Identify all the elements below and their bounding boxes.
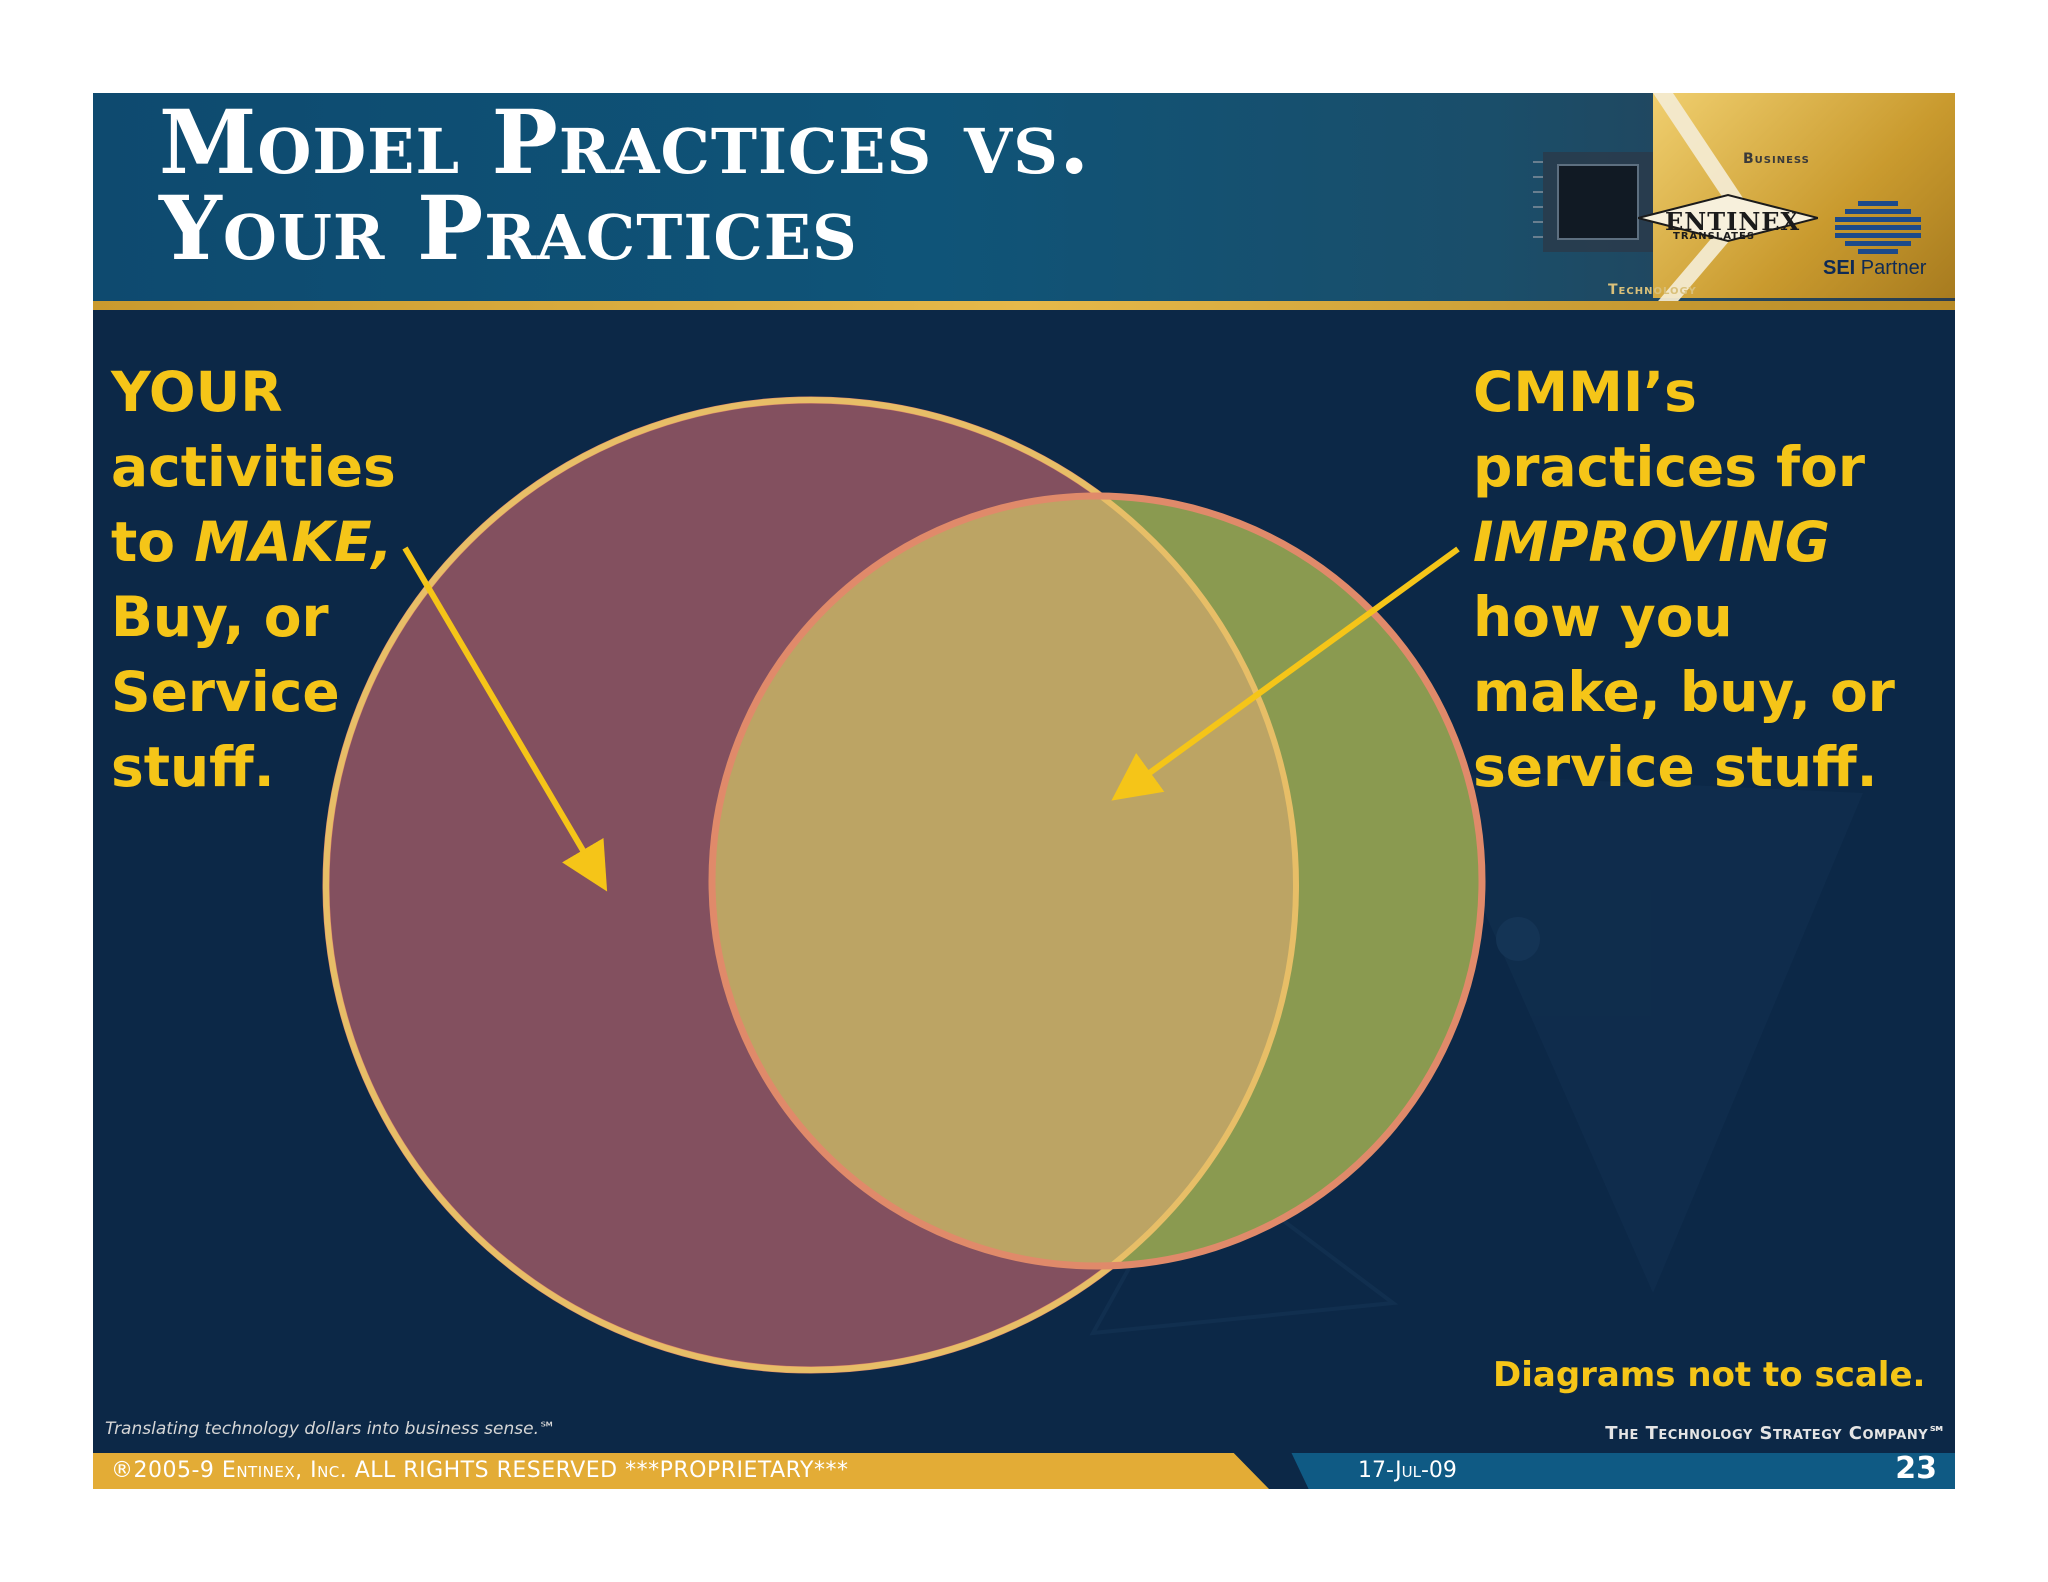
title-line-1: Model Practices vs.: [159, 93, 1091, 194]
footer-blue-band: [1291, 1453, 1955, 1489]
copyright-text: ®2005-9 Entinex, Inc. ALL RIGHTS RESERVE…: [111, 1458, 849, 1483]
left-arrow: [402, 546, 608, 892]
right-set-outline: [708, 492, 1486, 1270]
business-label: Business: [1743, 151, 1810, 167]
header-rule: [93, 301, 1955, 310]
company-tagline: The Technology Strategy Company℠: [1605, 1423, 1947, 1444]
your-activities-label: YOUR activities to MAKE, Buy, or Service…: [111, 360, 396, 799]
slide-date: 17-Jul-09: [1358, 1458, 1457, 1483]
tagline: Translating technology dollars into busi…: [105, 1419, 557, 1439]
scale-note: Diagrams not to scale.: [1493, 1355, 1926, 1395]
brand-tagline: TRANSLATES: [1673, 231, 1756, 242]
page-title: Model Practices vs. Your Practices: [159, 93, 1091, 280]
right-arrow: [1111, 546, 1460, 801]
slide: ENTINEX TRANSLATES SEI Partner Business …: [93, 93, 1955, 1489]
venn-diagram: [322, 396, 1863, 1374]
cmmi-practices-label: CMMI’s practices for IMPROVING how you m…: [1473, 360, 1895, 799]
sei-globe-icon: [1835, 201, 1921, 254]
footer-gold-band: [93, 1453, 1269, 1489]
brand-name: ENTINEX: [1665, 207, 1801, 236]
chip-graphic: [1533, 152, 1653, 252]
entinex-logo-icon: [1638, 193, 1818, 243]
title-line-2: Your Practices: [159, 176, 858, 280]
page-number: 23: [1895, 1451, 1937, 1486]
sei-partner-label: SEI Partner: [1823, 257, 1927, 279]
technology-label: Technology: [1608, 282, 1697, 298]
left-set-outline-inner: [323, 397, 1299, 1373]
